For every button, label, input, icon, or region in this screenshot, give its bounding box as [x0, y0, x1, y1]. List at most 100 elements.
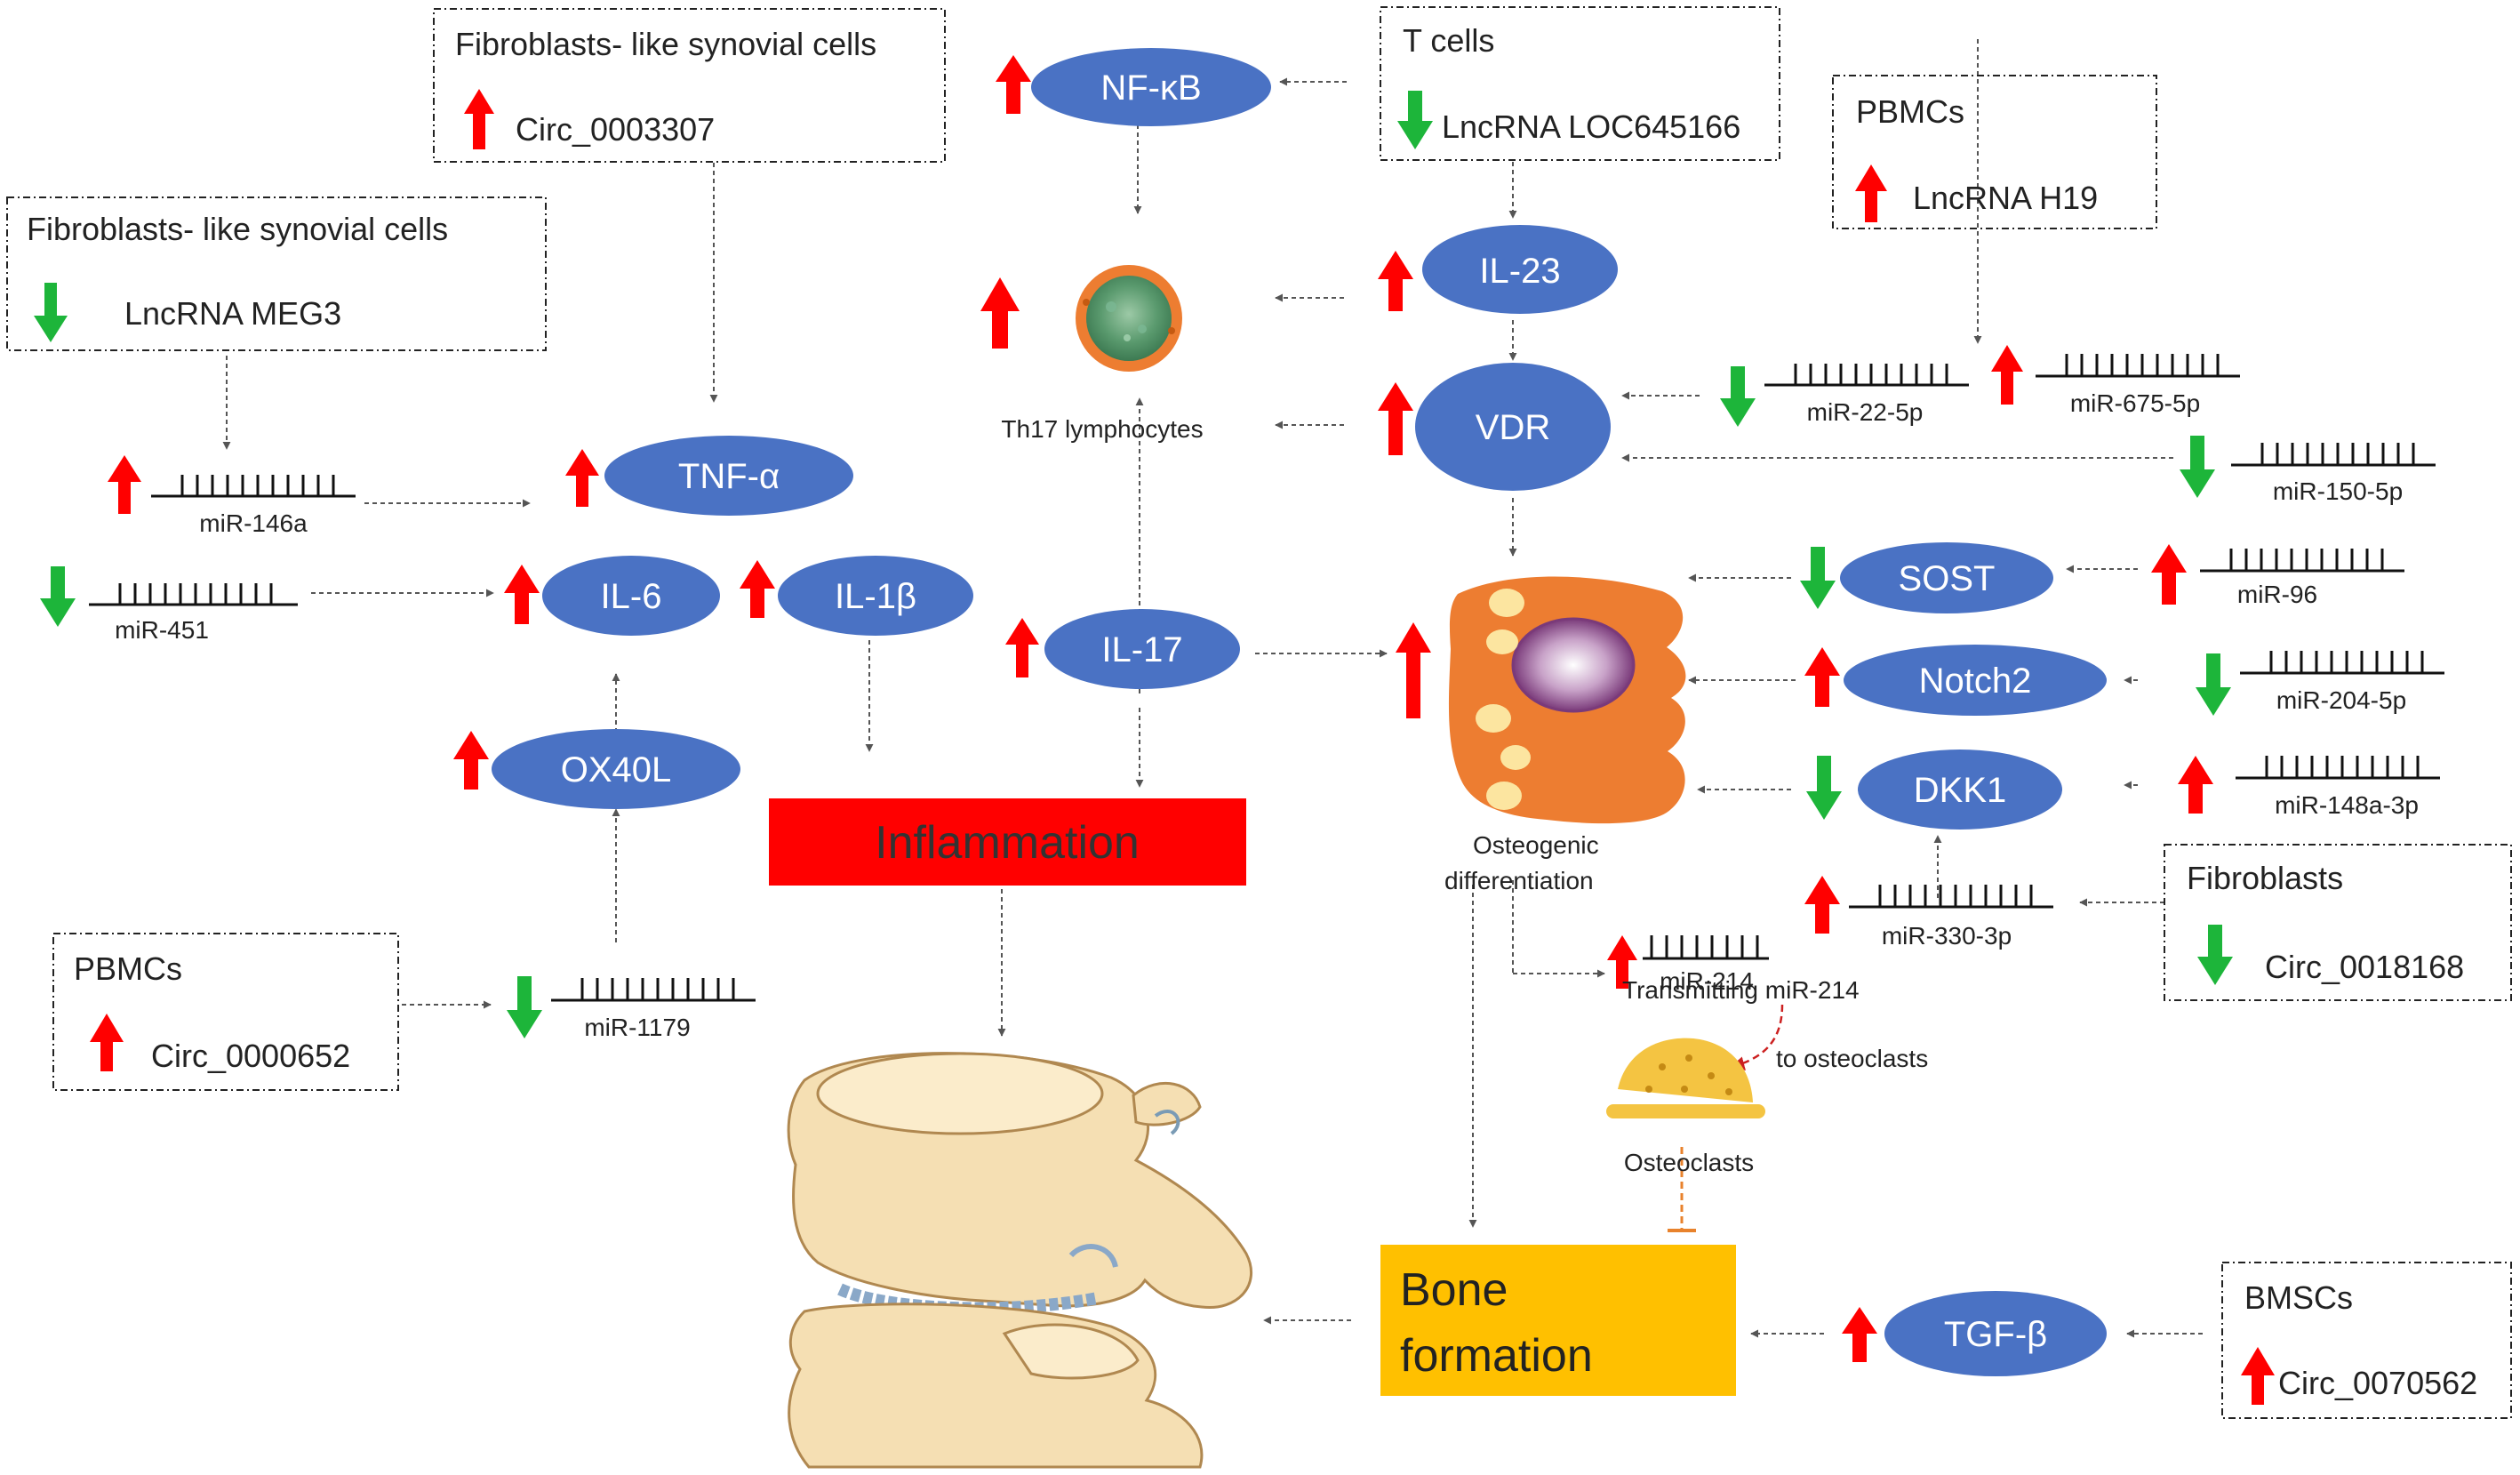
mirna-strands — [89, 354, 2444, 1002]
inflammation-label: Inflammation — [875, 817, 1140, 869]
node-il1b-label: IL-1β — [835, 577, 916, 616]
up-arrow-icon — [1991, 345, 2023, 405]
box-bmscs: BMSCs Circ_0070562 — [2221, 1262, 2512, 1419]
down-arrow-icon — [1800, 547, 1836, 609]
node-tnfa: TNF-α — [604, 436, 853, 516]
up-arrow-icon — [1005, 618, 1039, 677]
down-arrow-icon — [40, 566, 76, 627]
up-arrow-icon — [996, 55, 1031, 114]
box-pbmc-right-title: PBMCs — [1856, 93, 1964, 130]
down-arrow-icon — [34, 283, 68, 342]
down-arrow-icon — [2180, 436, 2215, 498]
node-ox40l-label: OX40L — [561, 750, 672, 790]
up-arrow-icon — [1378, 382, 1413, 455]
mirna-label-150: miR-150-5p — [2273, 477, 2403, 505]
node-dkk1: DKK1 — [1858, 750, 2062, 830]
up-arrow-icon — [565, 449, 599, 507]
box-fibroblasts-title: Fibroblasts — [2187, 860, 2343, 896]
box-fls-left-title: Fibroblasts- like synovial cells — [27, 211, 448, 247]
node-il17: IL-17 — [1044, 609, 1240, 689]
up-arrow-icon — [453, 731, 489, 790]
down-arrow-icon — [2197, 925, 2233, 985]
box-pbmc-right: PBMCs LncRNA H19 — [1832, 75, 2157, 229]
mirna-strand-675 — [2036, 354, 2240, 378]
mirna-label-204: miR-204-5p — [2276, 686, 2406, 714]
down-arrow-icon — [2196, 653, 2231, 716]
up-arrow-icon — [1804, 647, 1840, 707]
box-fls-left-item: LncRNA MEG3 — [124, 295, 341, 332]
box-pbmc-left-title: PBMCs — [74, 950, 182, 987]
up-arrow-icon — [2178, 756, 2213, 814]
box-fls-top-title: Fibroblasts- like synovial cells — [455, 26, 876, 62]
up-arrow-icon — [1396, 622, 1431, 718]
mirna-label-675: miR-675-5p — [2070, 389, 2200, 417]
node-il6-label: IL-6 — [601, 577, 662, 616]
box-fls-left: Fibroblasts- like synovial cells LncRNA … — [6, 196, 547, 351]
bone-label-line2: formation — [1400, 1330, 1593, 1382]
node-notch2-label: Notch2 — [1919, 661, 2032, 701]
mirna-strand-330 — [1849, 885, 2053, 909]
osteoclasts-label: Osteoclasts — [1624, 1149, 1754, 1176]
node-il17-label: IL-17 — [1101, 630, 1182, 669]
mirna-label-146a: miR-146a — [199, 509, 308, 537]
spine-vertebrae-icon — [787, 1052, 1252, 1469]
node-vdr: VDR — [1415, 363, 1611, 491]
th17-cell-icon — [1076, 265, 1182, 372]
node-tgfb: TGF-β — [1884, 1291, 2107, 1376]
mirna-labels: miR-146a miR-451 miR-1179 miR-22-5p miR-… — [115, 389, 2419, 1041]
osteoblast-cell-icon — [1448, 576, 1686, 824]
transmit-arrow — [1730, 1004, 1784, 1070]
mirna-label-451: miR-451 — [115, 616, 209, 644]
box-pbmc-left-item: Circ_0000652 — [151, 1038, 350, 1074]
mirna-strand-146a — [151, 475, 356, 498]
mirna-label-22: miR-22-5p — [1807, 398, 1924, 426]
mirna-strand-148 — [2236, 756, 2440, 780]
up-arrow-icon — [1842, 1307, 1877, 1362]
mirna-strand-150 — [2231, 443, 2436, 467]
box-pbmc-right-item: LncRNA H19 — [1913, 180, 2098, 216]
box-fibroblasts: Fibroblasts Circ_0018168 — [2164, 844, 2512, 1001]
bone-formation-box: Bone formation — [1380, 1245, 1736, 1396]
mirna-label-214: miR-214 — [1660, 967, 1754, 995]
mirna-label-148: miR-148a-3p — [2275, 791, 2419, 819]
node-notch2: Notch2 — [1844, 645, 2107, 716]
mirna-label-1179: miR-1179 — [584, 1014, 690, 1041]
trend-arrows — [40, 55, 2231, 1362]
up-arrow-icon — [1607, 935, 1637, 989]
up-arrow-icon — [980, 277, 1020, 349]
box-fls-top-item: Circ_0003307 — [516, 111, 715, 148]
mirna-strand-22 — [1764, 364, 1969, 387]
mirna-label-330: miR-330-3p — [1882, 922, 2012, 950]
th17-label: Th17 lymphocytes — [1001, 415, 1203, 443]
osteo-label-line2: differentiation — [1444, 867, 1594, 894]
node-nfkb-label: NF-κB — [1100, 68, 1201, 108]
mirna-strand-214 — [1643, 935, 1769, 960]
up-arrow-icon — [2241, 1347, 2275, 1405]
node-il6: IL-6 — [542, 556, 720, 636]
transmit-label-line2: to osteoclasts — [1776, 1045, 1928, 1072]
box-tcells: T cells LncRNA LOC645166 — [1380, 6, 1780, 161]
down-arrow-icon — [1806, 756, 1842, 820]
box-pbmc-left: PBMCs Circ_0000652 — [52, 933, 399, 1091]
up-arrow-icon — [740, 560, 775, 618]
transmit-label-line1: Transmitting miR-214 — [1622, 976, 1860, 1004]
node-dkk1-label: DKK1 — [1914, 771, 2007, 810]
node-il1b: IL-1β — [778, 556, 973, 636]
down-arrow-icon — [507, 976, 542, 1038]
up-arrow-icon — [464, 89, 494, 149]
box-fibroblasts-item: Circ_0018168 — [2265, 949, 2464, 985]
up-arrow-icon — [2151, 544, 2187, 605]
node-nfkb: NF-κB — [1031, 48, 1271, 126]
box-tcells-item: LncRNA LOC645166 — [1442, 108, 1740, 145]
mirna-strand-1179 — [551, 978, 756, 1002]
mirna-strand-204 — [2240, 651, 2444, 675]
node-ox40l: OX40L — [492, 729, 740, 809]
up-arrow-icon — [1804, 876, 1840, 934]
osteoclast-cell-icon — [1606, 1038, 1765, 1118]
inflammation-box: Inflammation — [769, 798, 1246, 886]
box-bmscs-title: BMSCs — [2244, 1279, 2353, 1316]
up-arrow-icon — [504, 565, 540, 624]
node-sost-label: SOST — [1899, 559, 1996, 598]
